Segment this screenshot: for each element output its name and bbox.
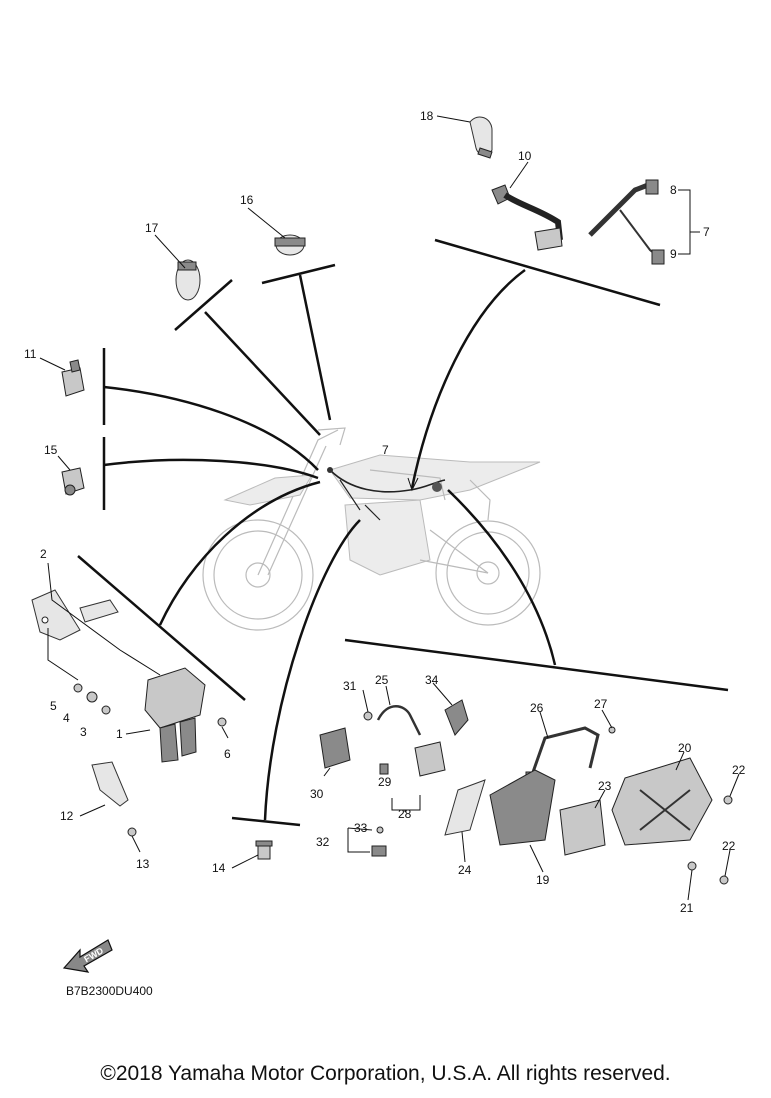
callout-19[interactable]: 19: [536, 873, 550, 887]
callout-8[interactable]: 8: [670, 183, 677, 197]
callout-4[interactable]: 4: [63, 711, 70, 725]
callout-1[interactable]: 1: [116, 727, 123, 741]
fwd-arrow-icon: FWD: [62, 939, 113, 973]
callout-labels: 18 10 8 7 9 16 17 11 15 7 2 5 4 3 1 6 12…: [24, 109, 746, 915]
callout-13[interactable]: 13: [136, 857, 150, 871]
callout-11[interactable]: 11: [24, 347, 37, 361]
part-19[interactable]: [489, 769, 556, 846]
callout-29[interactable]: 29: [378, 775, 392, 789]
part-32[interactable]: [371, 826, 387, 857]
callout-34[interactable]: 34: [425, 673, 439, 687]
part-23[interactable]: [559, 799, 606, 856]
bracket-2-part[interactable]: [31, 589, 119, 641]
hardware-21-22-parts[interactable]: [687, 795, 733, 885]
bracket-lines: [39, 115, 740, 901]
callout-28[interactable]: 28: [398, 807, 412, 821]
callout-15[interactable]: 15: [44, 443, 58, 457]
callout-22-lower[interactable]: 22: [722, 839, 736, 853]
lead-wire-10-part[interactable]: [491, 184, 563, 251]
callout-16[interactable]: 16: [240, 193, 254, 207]
callout-3[interactable]: 3: [80, 725, 87, 739]
callout-26[interactable]: 26: [530, 701, 544, 715]
callout-31[interactable]: 31: [343, 679, 357, 693]
callout-30[interactable]: 30: [310, 787, 324, 801]
diagram-code: B7B2300DU400: [66, 984, 153, 998]
sensor-15-part[interactable]: [61, 467, 85, 496]
callout-21[interactable]: 21: [680, 901, 694, 915]
callout-7-right[interactable]: 7: [703, 225, 710, 239]
callout-32[interactable]: 32: [316, 835, 330, 849]
callout-24[interactable]: 24: [458, 863, 472, 877]
sub-harness-7-part[interactable]: [588, 179, 665, 265]
part-28[interactable]: [379, 741, 446, 777]
part-24[interactable]: [444, 779, 486, 836]
callout-7-center[interactable]: 7: [382, 443, 389, 457]
callout-14[interactable]: 14: [212, 861, 226, 875]
callout-9[interactable]: 9: [670, 247, 677, 261]
callout-23[interactable]: 23: [598, 779, 612, 793]
part-20[interactable]: [611, 757, 713, 846]
callout-17[interactable]: 17: [145, 221, 159, 235]
part-31[interactable]: [363, 711, 373, 721]
callout-5[interactable]: 5: [50, 699, 57, 713]
hardware-3-6-parts[interactable]: [73, 683, 227, 727]
callout-12[interactable]: 12: [60, 809, 74, 823]
motorcycle-illustration: [202, 427, 541, 631]
bolt-14-part[interactable]: [255, 840, 273, 860]
bracket-12-part[interactable]: [91, 761, 137, 837]
callout-2[interactable]: 2: [40, 547, 47, 561]
part-34[interactable]: [444, 699, 469, 736]
clamp-16-part[interactable]: [274, 234, 306, 256]
callout-33[interactable]: 33: [354, 821, 368, 835]
connector-11-part[interactable]: [61, 359, 85, 397]
part-30[interactable]: [319, 727, 351, 769]
copyright-notice: ©2018 Yamaha Motor Corporation, U.S.A. A…: [100, 1062, 671, 1085]
callout-10[interactable]: 10: [518, 149, 532, 163]
callout-25[interactable]: 25: [375, 673, 389, 687]
regulator-1-part[interactable]: [144, 667, 206, 763]
clamp-18-part[interactable]: [469, 116, 493, 159]
clamp-17-part[interactable]: [175, 259, 201, 301]
callout-27[interactable]: 27: [594, 697, 608, 711]
callout-22-upper[interactable]: 22: [732, 763, 746, 777]
callout-18[interactable]: 18: [420, 109, 434, 123]
part-25[interactable]: [376, 705, 422, 736]
callout-20[interactable]: 20: [678, 741, 692, 755]
callout-6[interactable]: 6: [224, 747, 231, 761]
